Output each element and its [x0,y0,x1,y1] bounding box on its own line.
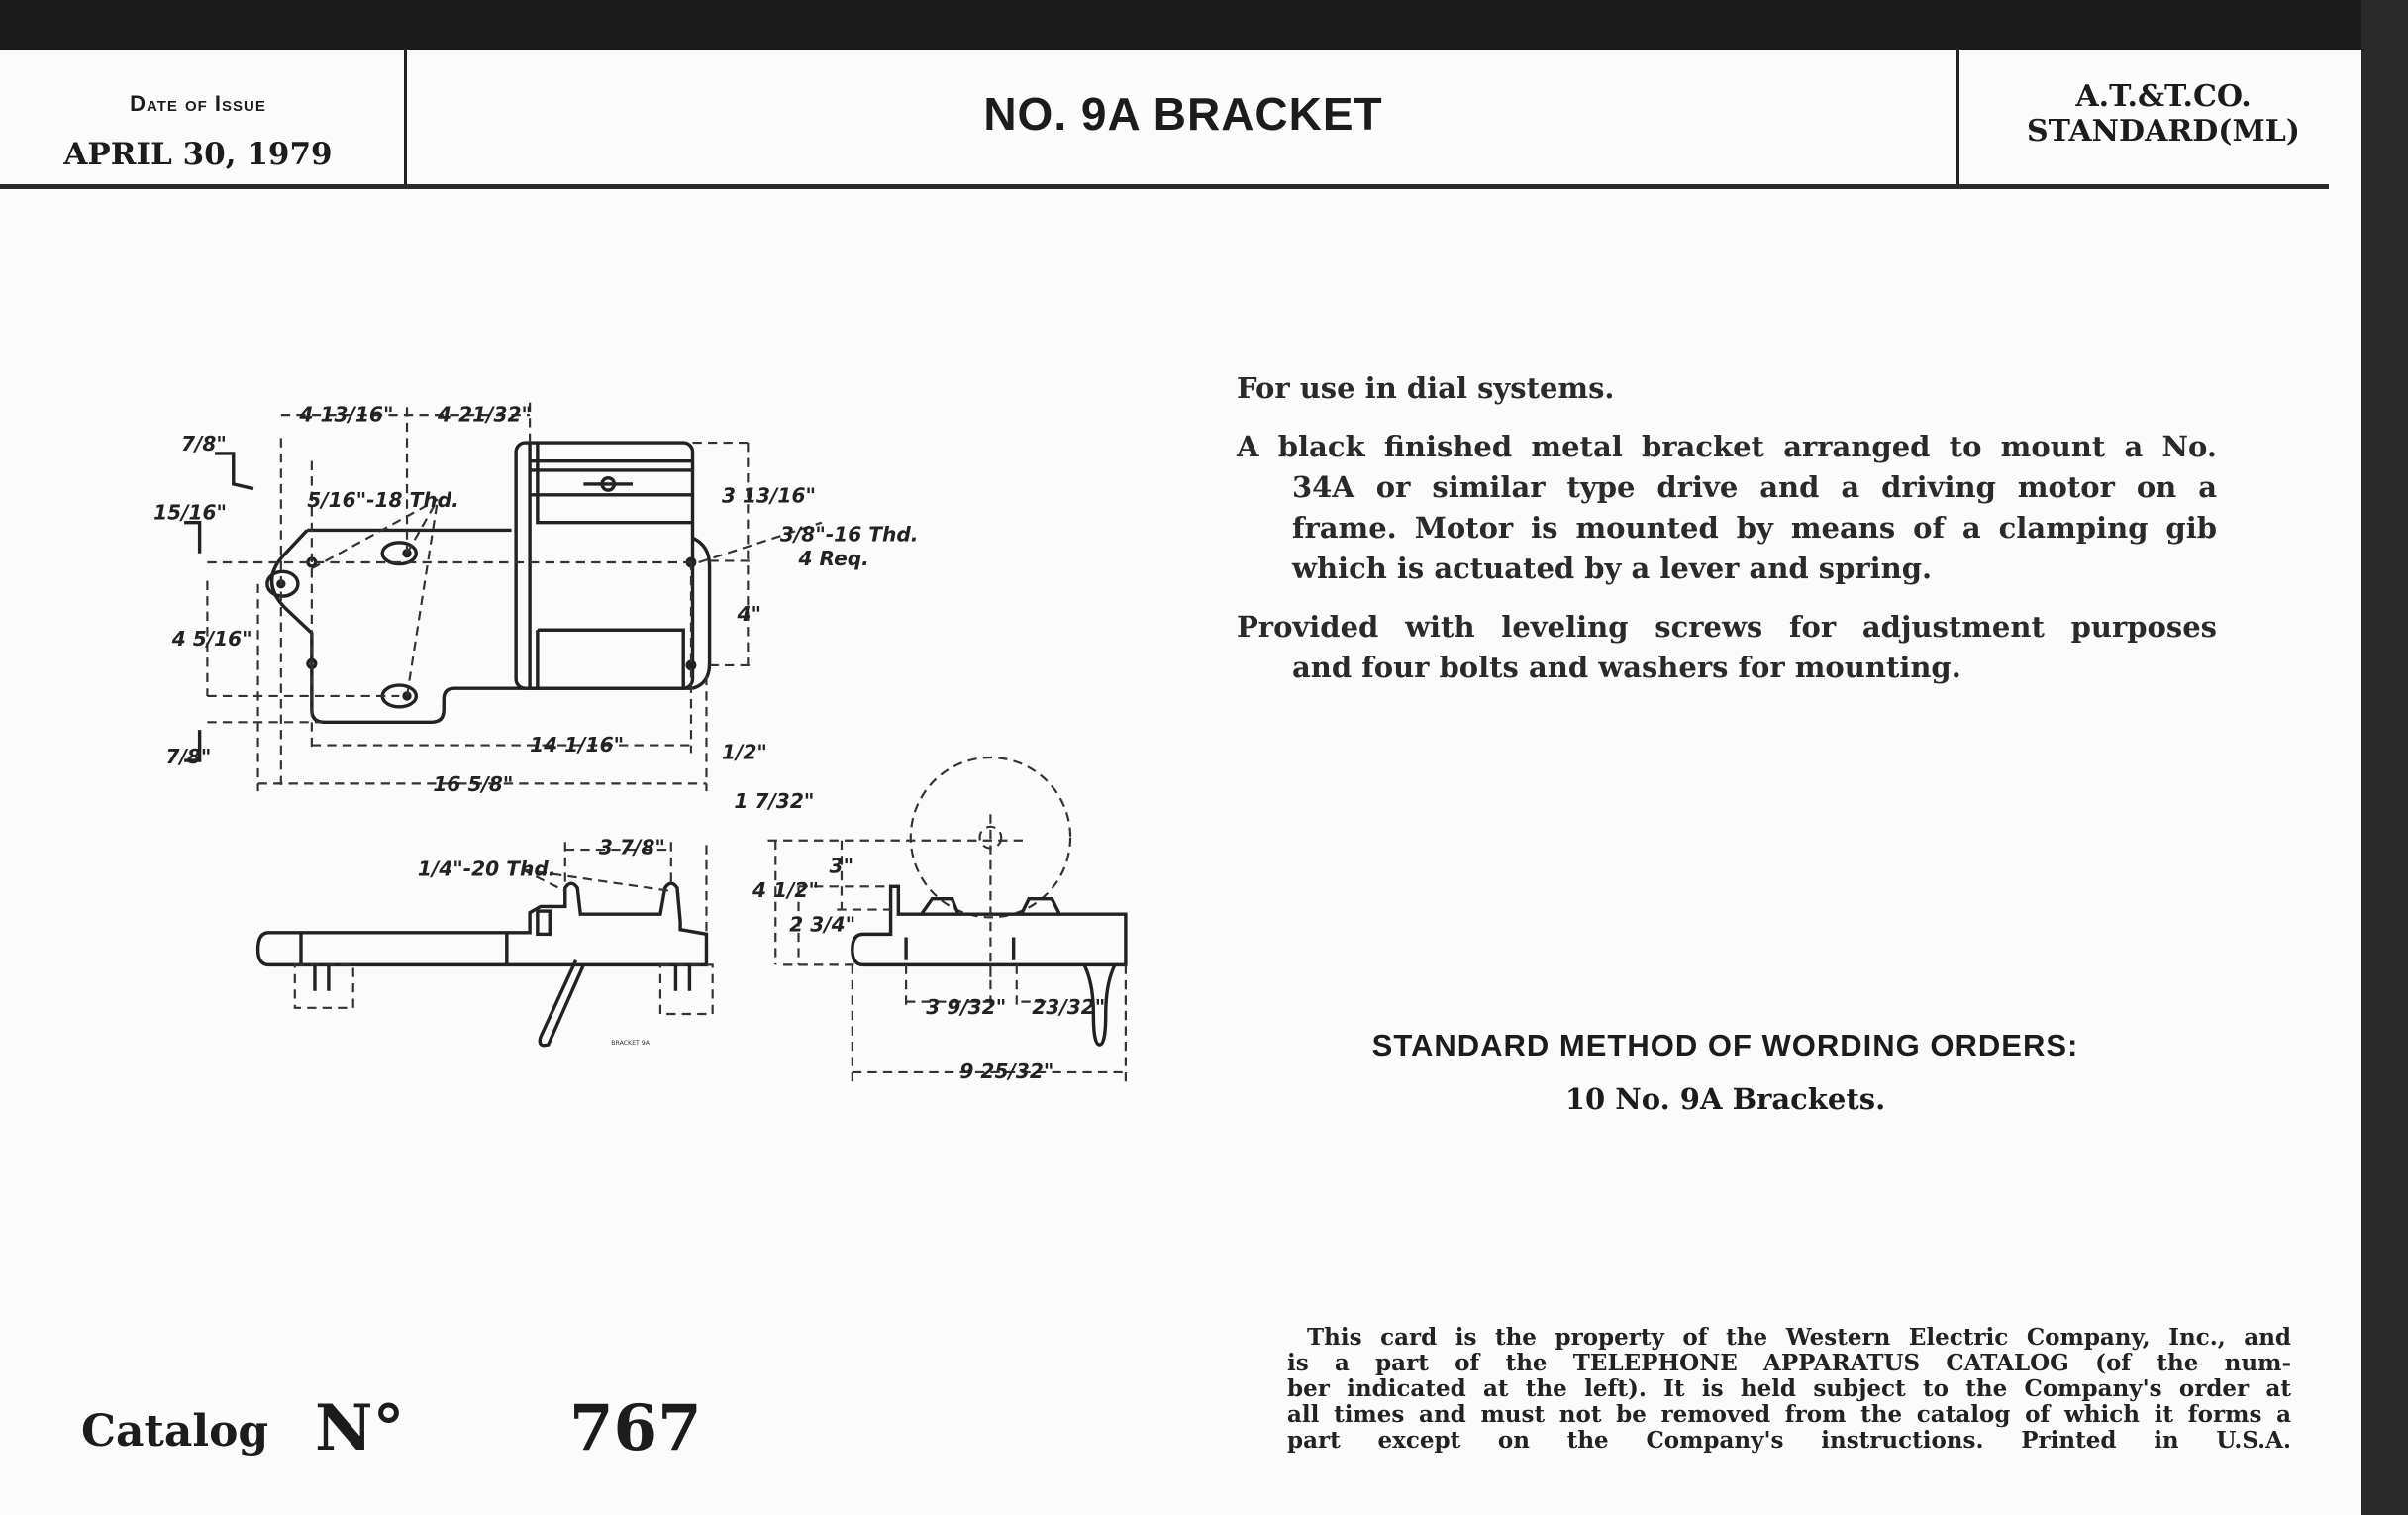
catalog-label: Catalog [81,1406,269,1457]
dim-label: 9 25/32" [959,1060,1054,1083]
dim-label: 4 5/16" [171,627,252,651]
description-line: 34A or similar type drive and a driving … [1292,470,2217,504]
notice-line: part except on the Company's instruction… [1287,1427,2291,1454]
dim-label: 3 13/16" [722,484,816,508]
property-notice: This card is the property of the Western… [1287,1325,2291,1454]
catalog-card [0,50,2361,1515]
header-divider [1956,48,1959,188]
notice-line: is a part of the TELEPHONE APPARATUS CAT… [1287,1350,2291,1376]
mounting-slot [265,569,300,598]
description: For use in dial systems. A black finishe… [1237,368,2217,706]
mounting-slot [380,541,419,566]
side-view: 1/4"-20 Thd. 3 7/8" BRACKET 9A [255,836,714,1048]
motor-outline [909,756,1072,919]
dim-label: 4 13/16" [298,402,393,426]
dim-label: 16 5/8" [433,772,513,796]
catalog-number-symbol: N° [315,1391,405,1465]
dim-label: 7/8" [166,745,212,768]
catalog-number: 767 [569,1391,702,1465]
description-line: which is actuated by a lever and spring. [1292,552,1933,585]
bracket-end-outline [851,884,1128,967]
description-paragraph: Provided with leveling screws for adjust… [1237,607,2217,688]
dim-label: 4 21/32" [437,402,532,426]
drawing-caption: BRACKET 9A [611,1040,650,1047]
ordering-example: 10 No. 9A Brackets. [1564,1082,1886,1116]
bracket-side-outline [255,881,709,967]
dim-label: 3" [830,854,854,877]
top-view: 4 13/16" 4 21/32" 7/8" 15/16" 5/16"-18 T… [153,402,918,813]
end-view: 4 1/2" 3" 2 3/4" 3 9/32" 23/32" 9 25/32" [752,756,1128,1083]
dim-label: 3 9/32" [926,995,1006,1019]
dim-label: 4" [736,602,761,626]
leveling-screw [658,963,714,1016]
notice-line: ber indicated at the left). It is held s… [1287,1375,2291,1402]
dim-label: 4 1/2" [752,878,819,902]
dim-label: 2 3/4" [789,912,855,936]
dim-label: 1/4"-20 Thd. [418,857,556,880]
scan-border [2361,0,2408,1515]
dim-label: 3 7/8" [599,836,665,859]
notice-line: This card is the property of the Western… [1307,1324,2291,1351]
dim-label: 3/8"-16 Thd. [780,522,919,546]
standard-designation: A.T.&T.CO. STANDARD(ML) [1965,79,2361,149]
dim-label: 1 7/32" [734,789,814,813]
notice-line: all times and must not be removed from t… [1287,1401,2291,1428]
leveling-screw [293,963,354,1009]
description-line: frame. Motor is mounted by means of a cl… [1292,511,2217,545]
date-of-issue-label: Date of Issue [130,91,266,116]
dim-label: 1/2" [722,741,767,764]
description-line: For use in dial systems. [1237,371,1615,405]
description-paragraph: For use in dial systems. [1237,368,2217,409]
standard-company: A.T.&T.CO. [2075,79,2252,114]
date-of-issue-value: APRIL 30, 1979 [63,137,333,172]
dim-label: 5/16"-18 Thd. [307,488,459,512]
dim-label: 23/32" [1032,995,1105,1019]
standard-code: STANDARD(ML) [2027,114,2300,149]
description-line: A black finished metal bracket arranged … [1237,430,2217,463]
description-line: Provided with leveling screws for adjust… [1237,610,2217,644]
page-title: NO. 9A BRACKET [983,88,1383,140]
ordering-heading: STANDARD METHOD OF WORDING ORDERS: [1371,1028,2079,1062]
dim-label: 7/8" [181,432,227,455]
plate-outline [269,528,693,725]
header-divider [404,48,407,188]
dim-label: 15/16" [153,501,227,525]
dim-label: 4 Req. [798,547,869,570]
description-paragraph: A black finished metal bracket arranged … [1237,427,2217,589]
description-line: and four bolts and washers for mounting. [1292,651,1961,684]
header-rule [0,184,2329,189]
dim-label: 14 1/16" [530,733,624,757]
